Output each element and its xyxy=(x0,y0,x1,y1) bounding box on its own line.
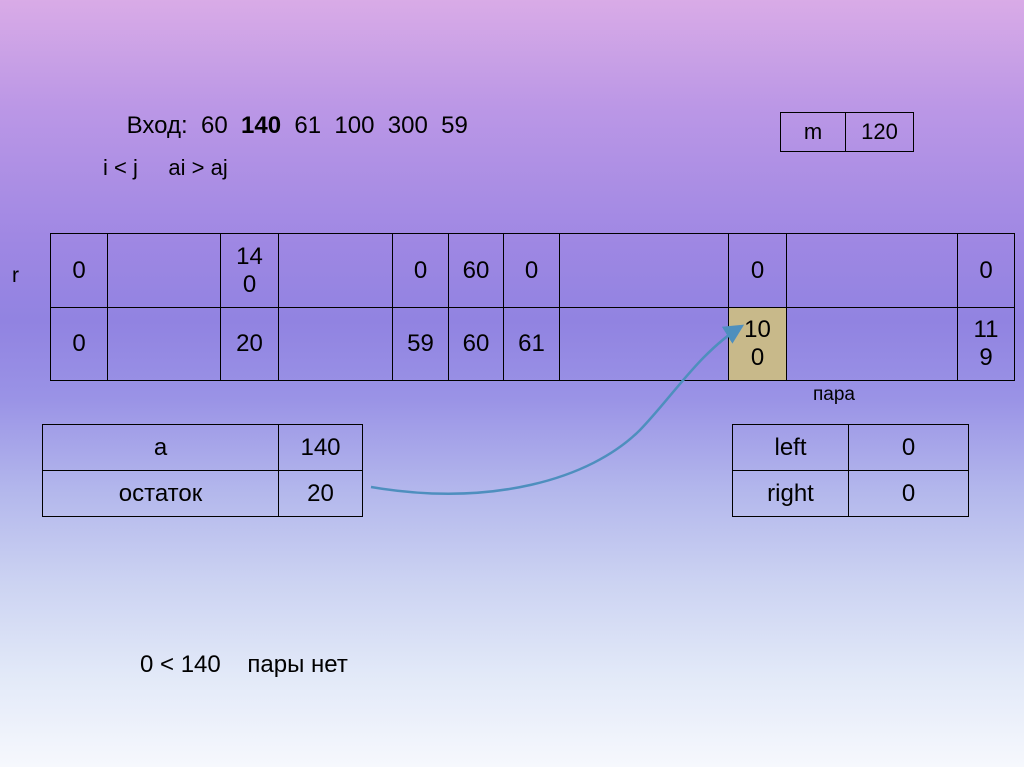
footer-text: 0 < 140 пары нет xyxy=(140,651,348,678)
r-cell xyxy=(107,233,221,308)
r-cell: 0 xyxy=(50,307,108,381)
r-cell: 20 xyxy=(220,307,279,381)
r-array-table: 0 14 0 0 60 0 0 0 0 20 59 60 61 10 0 11 … xyxy=(50,233,1015,381)
input-prefix: Вход: 60 xyxy=(126,112,241,139)
m-value: 120 xyxy=(845,112,914,152)
r-cell xyxy=(559,233,729,308)
r-cell: 60 xyxy=(448,233,504,308)
r-cell xyxy=(278,307,393,381)
right-label: right xyxy=(732,470,849,517)
r-cell: 0 xyxy=(503,233,560,308)
m-label: m xyxy=(780,112,846,152)
right-value: 0 xyxy=(848,470,969,517)
m-table: m 120 xyxy=(780,112,914,152)
highlight-cell: 10 0 xyxy=(728,307,787,381)
ostatok-label: остаток xyxy=(42,470,279,517)
left-label: left xyxy=(732,424,849,471)
r-cell: 60 xyxy=(448,307,504,381)
r-cell xyxy=(559,307,729,381)
r-cell: 0 xyxy=(728,233,787,308)
r-cell xyxy=(786,233,958,308)
r-cell: 0 xyxy=(50,233,108,308)
r-cell xyxy=(278,233,393,308)
r-cell: 61 xyxy=(503,307,560,381)
a-table: a 140 остаток 20 xyxy=(42,424,363,517)
r-label: r xyxy=(12,264,19,287)
r-cell: 0 xyxy=(392,233,449,308)
input-line: Вход: 60 140 61 100 300 59 xyxy=(100,84,468,168)
ostatok-value: 20 xyxy=(278,470,363,517)
r-cell: 59 xyxy=(392,307,449,381)
r-cell xyxy=(107,307,221,381)
input-suffix: 61 100 300 59 xyxy=(281,112,468,139)
r-cell xyxy=(786,307,958,381)
left-value: 0 xyxy=(848,424,969,471)
r-cell: 0 xyxy=(957,233,1015,308)
input-bold-value: 140 xyxy=(241,112,282,139)
a-value: 140 xyxy=(278,424,363,471)
para-label: пара xyxy=(813,384,855,405)
left-right-table: left 0 right 0 xyxy=(732,424,969,517)
r-cell: 14 0 xyxy=(220,233,279,308)
a-label: a xyxy=(42,424,279,471)
condition-line: i < j ai > aj xyxy=(103,155,228,180)
r-cell: 11 9 xyxy=(957,307,1015,381)
